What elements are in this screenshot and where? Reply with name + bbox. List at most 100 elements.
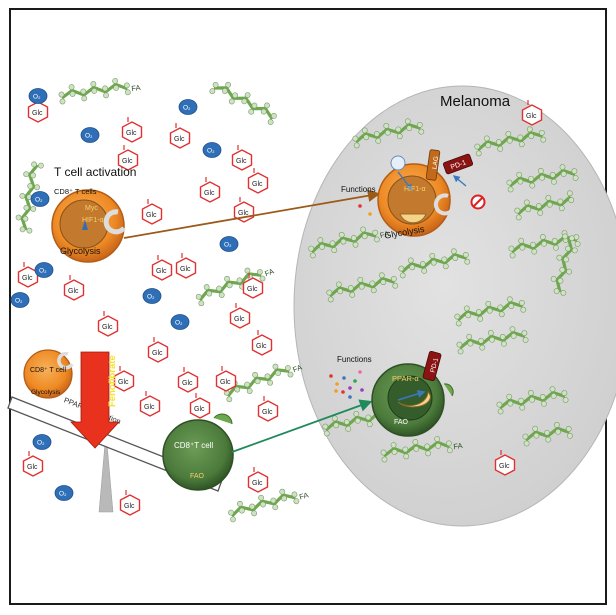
fatty-acid-chain: FA (58, 78, 141, 105)
glucose-molecule: Glc (117, 145, 139, 171)
glucose-label: Glc (234, 316, 245, 323)
inhibition-slash-icon (473, 197, 483, 207)
fao-ppar-label: PPAR-α (392, 374, 419, 383)
fatty-acid-chain (326, 272, 399, 303)
fenofibrate-label: Fenofibrate (107, 355, 118, 407)
tumor-functions-label: Functions (341, 185, 376, 194)
glucose-label: Glc (238, 210, 249, 217)
pd1-receptor-icon (442, 153, 474, 175)
fenofibrate-arrow: Fenofibrate (70, 351, 120, 449)
fatty-acid-chain (398, 248, 471, 279)
glucose-molecule: Glc (27, 97, 49, 123)
oxygen-molecule: O₂ (142, 288, 162, 304)
cytokine-dot (358, 370, 362, 374)
cytokine-dot (353, 379, 357, 383)
glucose-label: Glc (220, 379, 231, 386)
glucose-label: Glc (204, 190, 215, 197)
glucose-molecule: Glc (113, 366, 135, 392)
cytokine-dot (335, 382, 339, 386)
fao-cd8-cell: CD8⁺T cell FAO (162, 413, 234, 491)
glucose-label: Glc (126, 130, 137, 137)
glucose-molecule: Glc (231, 145, 253, 171)
activated-myc-label: Myc (85, 205, 98, 212)
arrow-activation-to-tumor (123, 189, 381, 239)
glucose-molecule: Glc (494, 450, 516, 476)
glucose-molecule: Glc (189, 393, 211, 419)
fatty-acid-label: FA (131, 83, 141, 93)
oxygen-molecule: O₂ (178, 99, 198, 115)
tumor-fao-cell: PD-1 PPAR-α FAO Functions (337, 350, 454, 437)
activated-hif-label: HIF1-α (82, 217, 104, 224)
glucose-label: Glc (122, 158, 133, 165)
fatty-acid-chain: FA (195, 267, 275, 307)
glucose-label: Glc (32, 110, 43, 117)
glucose-molecule: Glc (139, 391, 161, 417)
glucose-molecule: Glc (169, 123, 191, 149)
fatty-acid-label: FA (298, 490, 309, 501)
fao-functions-label: Functions (337, 355, 372, 364)
glucose-label: Glc (256, 343, 267, 350)
glucose-label: Glc (262, 409, 273, 416)
fatty-acid-chain (496, 386, 569, 415)
activated-cd8-cell: CD8⁺ T cells Myc HIF1-α Glycolysis (51, 187, 126, 263)
glucose-molecule: Glc (119, 490, 141, 516)
glucose-molecule: Glc (229, 303, 251, 329)
glucose-molecule: Glc (17, 262, 39, 288)
oxygen-label: O₂ (175, 320, 183, 327)
glucose-label: Glc (180, 266, 191, 273)
signal-arrow-icon (82, 220, 88, 230)
fao-signal-arrow-icon (397, 390, 426, 401)
oxygen-label: O₂ (59, 491, 67, 498)
cytokine-dot (334, 389, 338, 393)
glucose-molecule: Glc (521, 100, 543, 126)
fa-receptor-icon (213, 413, 233, 425)
arrow-fao-to-tumor (231, 399, 373, 453)
fao-tumor-pathway: FAO (394, 419, 409, 426)
fatty-acid-label: FA (453, 441, 463, 451)
oxygen-label: O₂ (85, 133, 93, 140)
tumor-lag-label: LAG (431, 156, 440, 170)
oxygen-molecule: O₂ (170, 314, 190, 330)
small-cell-pathway: Glycolysis (31, 389, 61, 396)
glucose-molecule: Glc (151, 255, 173, 281)
cytokine-dot (360, 388, 364, 392)
fatty-acid-chain (514, 190, 575, 221)
fao-cell-title: CD8⁺T cell (174, 441, 213, 450)
oxygen-label: O₂ (15, 298, 23, 305)
glucose-molecule: Glc (97, 311, 119, 337)
oxygen-label: O₂ (183, 105, 191, 112)
fatty-acid-chain: FA (380, 436, 463, 463)
glucose-label: Glc (182, 380, 193, 387)
glucose-label: Glc (174, 136, 185, 143)
glucose-label: Glc (247, 286, 258, 293)
glucose-molecule: Glc (215, 366, 237, 392)
oxygen-arrow-icon (397, 171, 413, 192)
fatty-acid-chain: FA (308, 226, 390, 259)
glucose-label: Glc (102, 324, 113, 331)
glucose-molecule: Glc (251, 330, 273, 356)
cytokine-dot (358, 204, 362, 208)
fatty-acid-chain (506, 164, 579, 193)
glucose-molecule: Glc (177, 367, 199, 393)
tumor-receptor-icon (433, 193, 454, 216)
glucose-label: Glc (499, 463, 510, 470)
fao-pd1-receptor-icon (422, 350, 442, 382)
oxygen-label: O₂ (33, 94, 41, 101)
melanoma-region (293, 85, 616, 527)
receptor-icon (103, 209, 126, 235)
glucose-molecule: Glc (175, 253, 197, 279)
fatty-acid-chain (15, 161, 44, 234)
oxygen-molecule: O₂ (34, 262, 54, 278)
glucose-label: Glc (22, 275, 33, 282)
oxygen-molecule: O₂ (28, 88, 48, 104)
glucose-label: Glc (146, 212, 157, 219)
oxygen-label: O₂ (39, 268, 47, 275)
glucose-molecule: Glc (22, 451, 44, 477)
glucose-label: Glc (144, 404, 155, 411)
glucose-molecule: Glc (247, 467, 269, 493)
fao-pd1-label: PD-1 (429, 357, 440, 373)
fatty-acid-chain (522, 422, 573, 447)
tumor-glycolytic-cell: LAG PD-1 HIF1-α Glycolysis Functions (341, 149, 486, 241)
